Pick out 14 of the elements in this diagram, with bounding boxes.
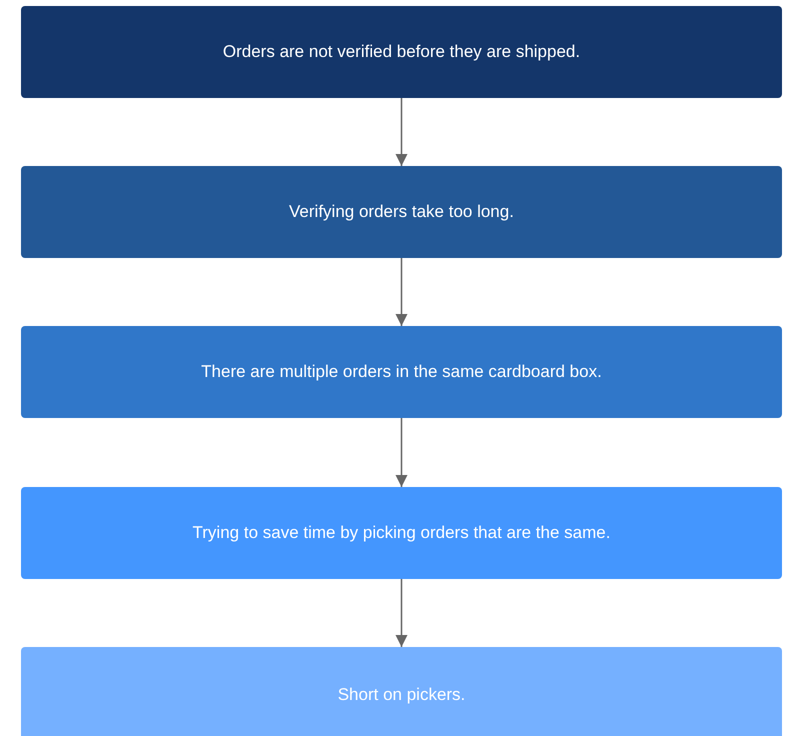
box-text: There are multiple orders in the same cardboard box.: [201, 362, 602, 382]
process-box: [21, 6, 782, 98]
box-text: Verifying orders take too long.: [289, 202, 514, 222]
process-box: [21, 647, 782, 736]
arrow: [396, 579, 408, 647]
process-box: [21, 326, 782, 418]
arrow: [396, 98, 408, 166]
box-text: Short on pickers.: [338, 684, 466, 704]
process-box: [21, 166, 782, 258]
process-box: [21, 487, 782, 579]
box-text: Orders are not verified before they are shipped.: [222, 42, 580, 62]
box-text: Trying to save time by picking orders that are the same.: [192, 523, 610, 543]
arrow: [396, 258, 408, 326]
arrow: [396, 418, 408, 487]
